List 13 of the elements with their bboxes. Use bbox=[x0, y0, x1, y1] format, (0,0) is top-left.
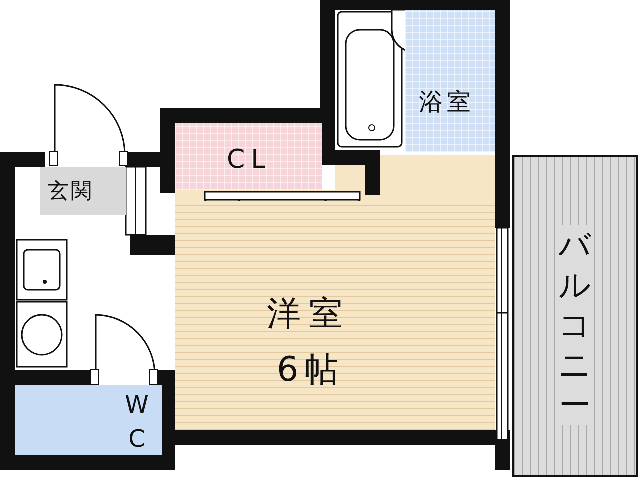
room-area bbox=[405, 10, 495, 152]
room-label: バルコニー bbox=[558, 225, 592, 425]
room-area bbox=[512, 155, 638, 477]
room-label: WC bbox=[125, 391, 149, 459]
room-area bbox=[40, 167, 126, 215]
room-area bbox=[175, 123, 322, 190]
room-label: 6帖 bbox=[277, 353, 345, 387]
room-label: 浴室 bbox=[419, 90, 475, 114]
room-label: CL bbox=[227, 147, 272, 173]
room-label: 洋室 bbox=[267, 297, 351, 331]
room-label: 玄関 bbox=[48, 181, 94, 202]
room-area bbox=[15, 385, 162, 455]
room-area bbox=[175, 201, 495, 430]
